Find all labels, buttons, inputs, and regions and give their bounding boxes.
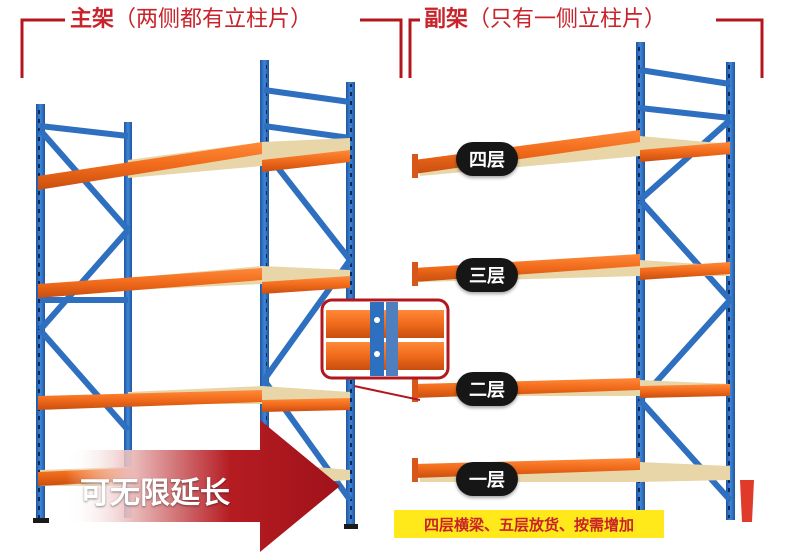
extend-arrow-label: 可无限延长 [80, 476, 230, 511]
sub-frame-title: 副架 [424, 7, 469, 32]
main-frame-header: 主架（两侧都有立柱片） [70, 6, 312, 34]
sub-frame-bracket [408, 18, 764, 78]
main-frame-title: 主架 [70, 7, 115, 32]
connector-detail-callout [320, 298, 450, 401]
main-frame-subtitle: （两侧都有立柱片） [114, 7, 313, 32]
sub-frame-subtitle: （只有一侧立柱片） [468, 7, 667, 32]
level-label-4: 四层 [456, 142, 518, 176]
level-label-2: 二层 [456, 372, 518, 406]
capacity-note: 四层横梁、五层放货、按需增加 [394, 510, 664, 538]
level-label-1: 一层 [456, 462, 518, 496]
main-frame-bracket [20, 18, 403, 78]
level-label-3: 三层 [456, 258, 518, 292]
sub-frame-header: 副架（只有一侧立柱片） [424, 6, 666, 34]
extend-arrow [66, 420, 340, 552]
